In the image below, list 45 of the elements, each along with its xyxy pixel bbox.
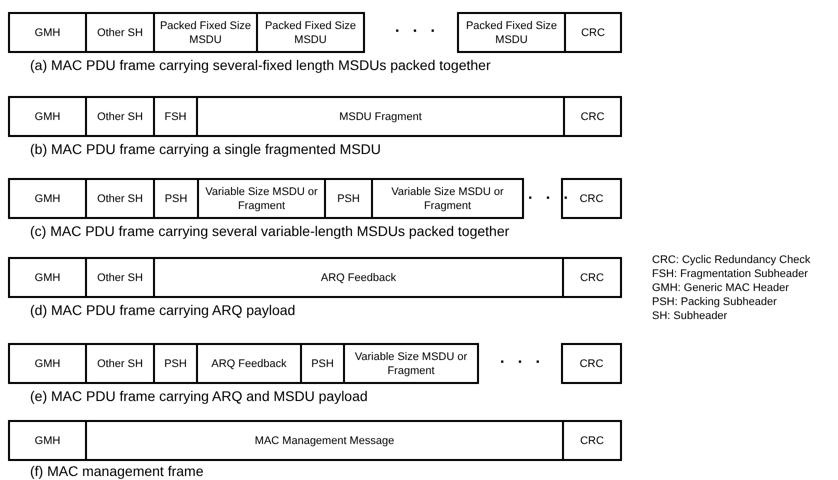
frame-field: Variable Size MSDU or Fragment [371,178,524,219]
frame-field: MSDU Fragment [196,96,565,137]
frame-field: PSH [153,178,199,219]
legend-text: FSH: Fragmentation Subheader [652,268,808,281]
frame-caption: (a) MAC PDU frame carrying several-fixed length MSDUs packed together [30,57,491,73]
frame-field: CRC [561,343,622,384]
frame-field: PSH [300,343,345,384]
frame-field: Other SH [85,343,155,384]
frame-field: Other SH [85,96,155,137]
frame-caption: (d) MAC PDU frame carrying ARQ payload [30,302,296,318]
frame-field: CRC [564,12,622,53]
frame-field: ARQ Feedback [196,343,302,384]
frame-field: Other SH [85,12,155,53]
frame-field: Variable Size MSDU or Fragment [343,343,479,384]
frame-field: Variable Size MSDU or Fragment [197,178,326,219]
frame-field: PSH [324,178,373,219]
frame-field: GMH [8,257,87,298]
frame-field: Packed Fixed Size MSDU [457,12,566,53]
frame-field: GMH [8,343,87,384]
frame-field: Other SH [85,257,155,298]
legend-text: PSH: Packing Subheader [652,296,777,309]
frame-caption: (c) MAC PDU frame carrying several variable-length MSDUs packed together [30,223,510,239]
frame-caption: (e) MAC PDU frame carrying ARQ and MSDU payload [30,388,368,404]
frame-field: GMH [8,420,87,461]
ellipsis: · · · [528,189,573,209]
frame-field: CRC [562,257,622,298]
frame-field: GMH [8,12,87,53]
frame-field: Other SH [85,178,155,219]
frame-field: MAC Management Message [85,420,564,461]
frame-caption: (b) MAC PDU frame carrying a single fragmented MSDU [30,141,381,157]
frame-field: Packed Fixed Size MSDU [153,12,258,53]
frame-field: Packed Fixed Size MSDU [256,12,365,53]
ellipsis: · · · [500,353,545,373]
frame-caption: (f) MAC management frame [30,463,204,479]
frame-field: GMH [8,178,87,219]
frame-field: GMH [8,96,87,137]
frame-field: FSH [153,96,198,137]
legend-text: CRC: Cyclic Redundancy Check [652,254,810,267]
legend-text: GMH: Generic MAC Header [652,282,789,295]
frame-field: PSH [153,343,198,384]
frame-field: CRC [563,96,622,137]
legend-text: SH: Subheader [652,310,728,323]
frame-field: ARQ Feedback [153,257,564,298]
frame-field: CRC [562,420,622,461]
ellipsis: · · · [395,22,440,42]
